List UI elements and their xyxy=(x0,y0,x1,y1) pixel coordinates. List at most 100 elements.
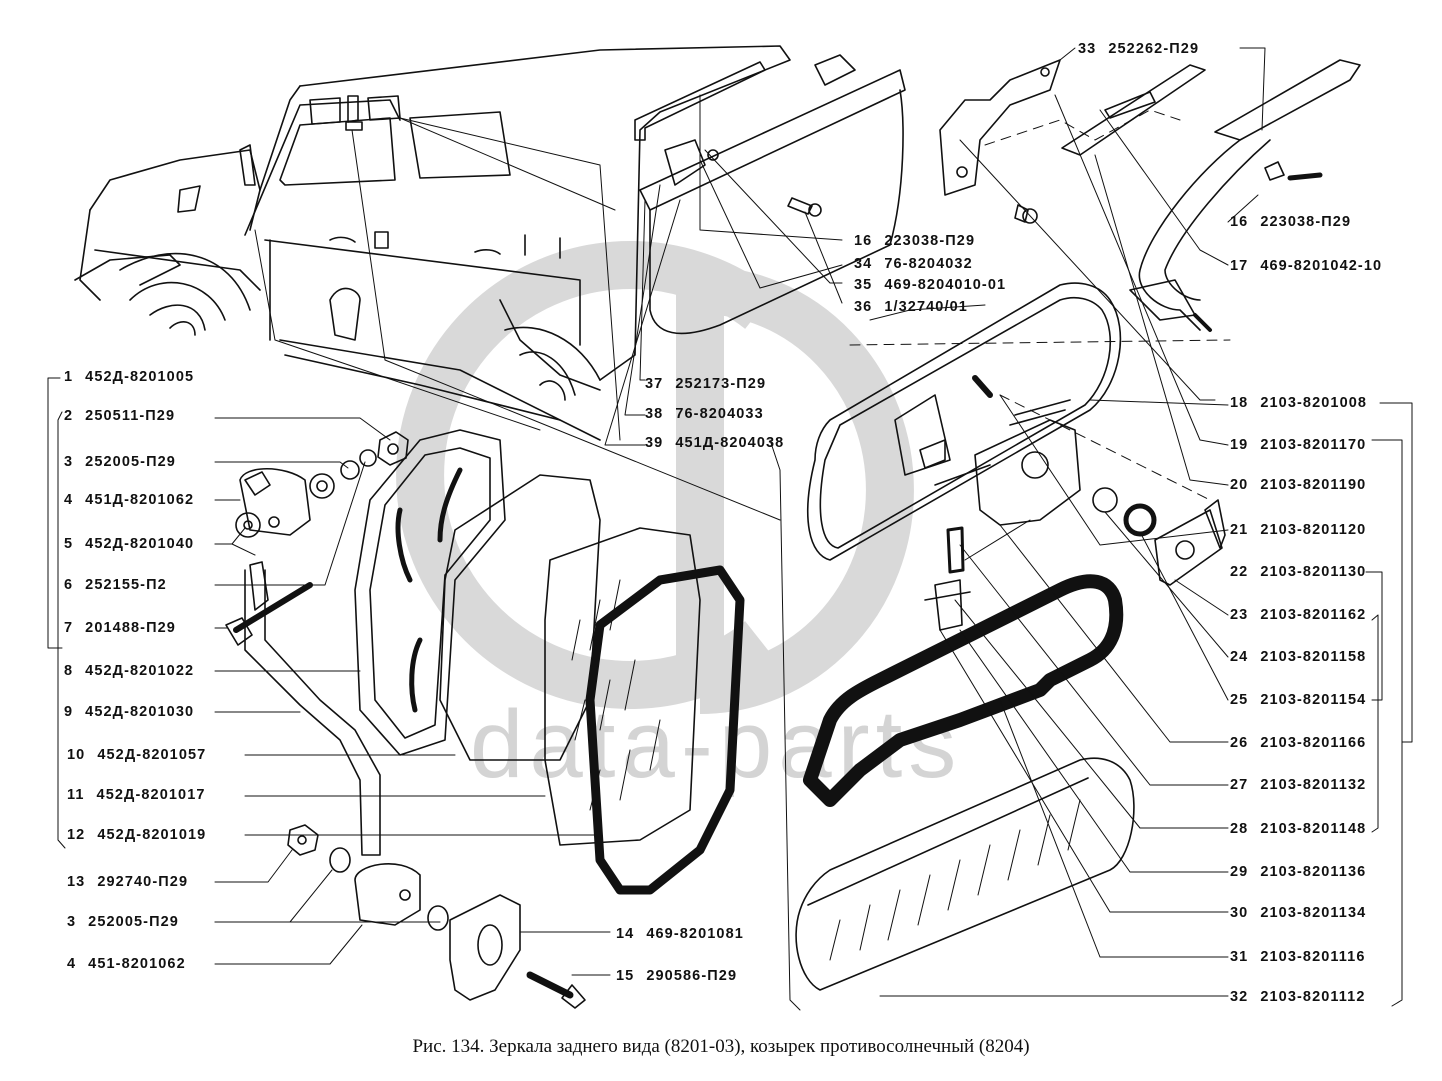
arm-17-ball xyxy=(1129,279,1196,321)
callout-number: 1 xyxy=(64,369,74,385)
callout-number: 29 xyxy=(1230,864,1249,880)
callout-39: 39 451Д-8204038 xyxy=(645,435,784,451)
part-number: 252173-П29 xyxy=(675,376,767,392)
spring-27 xyxy=(946,526,965,574)
mirror-glass-32 xyxy=(795,757,1135,991)
part-number: 2103-8201162 xyxy=(1260,607,1367,623)
washer-3 xyxy=(309,473,335,499)
ball-24 xyxy=(1092,487,1118,513)
callout-number: 12 xyxy=(67,827,86,843)
washer-3-lower xyxy=(329,847,351,873)
callout-number: 19 xyxy=(1230,437,1249,453)
callout-number: 7 xyxy=(64,620,74,636)
part-number: 76-8204033 xyxy=(675,406,764,422)
part-number: 2103-8201134 xyxy=(1260,905,1367,921)
callout-number: 39 xyxy=(645,435,664,451)
interior-glass-hatch xyxy=(829,799,1081,961)
callout-number: 20 xyxy=(1230,477,1249,493)
vehicle-outline xyxy=(74,45,791,441)
part-number: 469-8201042-10 xyxy=(1260,258,1383,274)
part-number: 223038-П29 xyxy=(1260,214,1352,230)
callout-24: 24 2103-8201158 xyxy=(1230,649,1366,665)
bolt-7 xyxy=(233,582,313,633)
callout-number: 24 xyxy=(1230,649,1249,665)
part-number: 2103-8201190 xyxy=(1260,477,1367,493)
bushing-5 xyxy=(235,512,261,538)
leader-lines-top-right xyxy=(959,47,1266,486)
screw-16a xyxy=(1014,204,1029,223)
part-number: 452Д-8201005 xyxy=(85,369,195,385)
callout-number: 6 xyxy=(64,577,74,593)
spring-clip-21 xyxy=(1204,499,1226,549)
washer-3b xyxy=(340,460,360,480)
callout-number: 25 xyxy=(1230,692,1249,708)
callout-number: 18 xyxy=(1230,395,1249,411)
part-number: 452Д-8201019 xyxy=(97,827,207,843)
callout-number: 35 xyxy=(854,277,873,293)
visor-screw-36 xyxy=(787,197,813,215)
part-number: 452Д-8201040 xyxy=(85,536,195,552)
callout-number: 4 xyxy=(64,492,74,508)
callout-7: 7 201488-П29 xyxy=(64,620,176,636)
part-number: 76-8204032 xyxy=(884,256,973,272)
callout-number: 16 xyxy=(854,233,873,249)
part-number: 252155-П2 xyxy=(85,577,167,593)
leader-lines-right xyxy=(769,394,1413,1011)
sun-visor xyxy=(634,54,906,335)
callout-number: 26 xyxy=(1230,735,1249,751)
callout-number: 3 xyxy=(64,454,74,470)
part-number: 223038-П29 xyxy=(884,233,976,249)
arm-17-top xyxy=(1214,59,1361,141)
part-number: 201488-П29 xyxy=(85,620,176,636)
callout-number: 3 xyxy=(67,914,77,930)
nut-13 xyxy=(287,824,319,856)
part-number: 469-8201081 xyxy=(646,926,744,942)
part-number: 452Д-8201030 xyxy=(85,704,195,720)
part-number: 2103-8201116 xyxy=(1260,949,1366,965)
screw-16b xyxy=(1264,161,1285,181)
callout-number: 38 xyxy=(645,406,664,422)
bracket-33 xyxy=(939,59,1061,196)
part-number: 252005-П29 xyxy=(85,454,176,470)
side-mirror-on-vehicle xyxy=(239,144,256,186)
side-mirror-assembly xyxy=(225,429,745,1009)
callout-number: 21 xyxy=(1230,522,1249,538)
leader-lines-left xyxy=(47,377,611,976)
part-number: 2103-8201158 xyxy=(1260,649,1367,665)
callout-number: 14 xyxy=(616,926,635,942)
callout-number: 11 xyxy=(67,787,85,803)
mirror-seal-12 xyxy=(585,565,745,895)
visor-rod xyxy=(639,69,906,211)
part-number: 451-8201062 xyxy=(88,956,186,972)
mirror-body-18 xyxy=(807,282,1122,561)
lock-washer xyxy=(359,449,377,467)
part-number: 290586-П29 xyxy=(646,968,738,984)
mirror-arm-9 xyxy=(244,569,381,856)
part-number: 451Д-8204038 xyxy=(675,435,785,451)
watermark-logo-d xyxy=(676,266,914,714)
callout-number: 5 xyxy=(64,536,74,552)
part-number: 252262-П29 xyxy=(1108,41,1200,57)
part-number: 1/32740/01 xyxy=(884,299,968,315)
callout-12: 12 452Д-8201019 xyxy=(67,827,206,843)
